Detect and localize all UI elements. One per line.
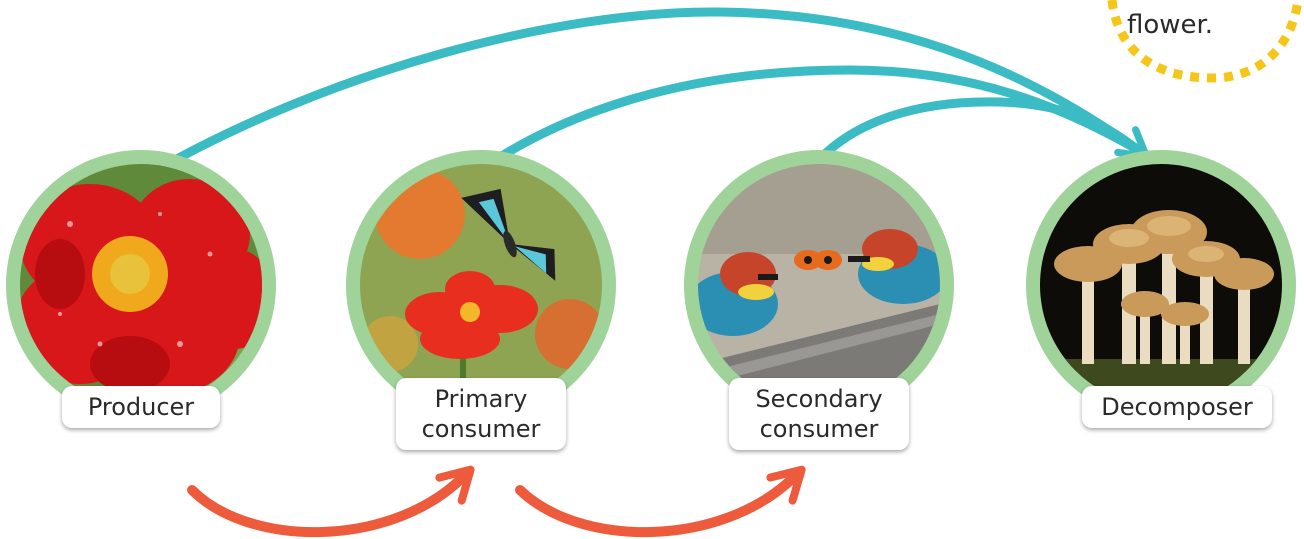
node-decomposer: Decomposer — [1026, 150, 1296, 428]
decomposer-photo — [1040, 164, 1282, 406]
primary-consumer-photo — [360, 164, 602, 406]
label-secondary-consumer: Secondary consumer — [729, 378, 909, 450]
label-decomposer: Decomposer — [1082, 386, 1272, 428]
arrow-primary-to-secondary — [515, 465, 806, 538]
node-primary-consumer: Primary consumer — [346, 150, 616, 450]
node-secondary-consumer: Secondary consumer — [684, 150, 954, 450]
arrow-producer-to-decomposer — [143, 7, 1143, 180]
sun-dashed-arc — [1107, 0, 1303, 83]
sun-note-text: flower. — [1126, 10, 1214, 40]
producer-photo — [20, 164, 262, 406]
arrow-producer-to-primary — [187, 465, 475, 537]
label-primary-consumer: Primary consumer — [396, 378, 566, 450]
node-producer: Producer — [6, 150, 276, 428]
secondary-consumer-photo — [698, 164, 940, 406]
label-producer: Producer — [62, 386, 220, 428]
arrow-secondary-to-decomposer — [805, 97, 1151, 175]
